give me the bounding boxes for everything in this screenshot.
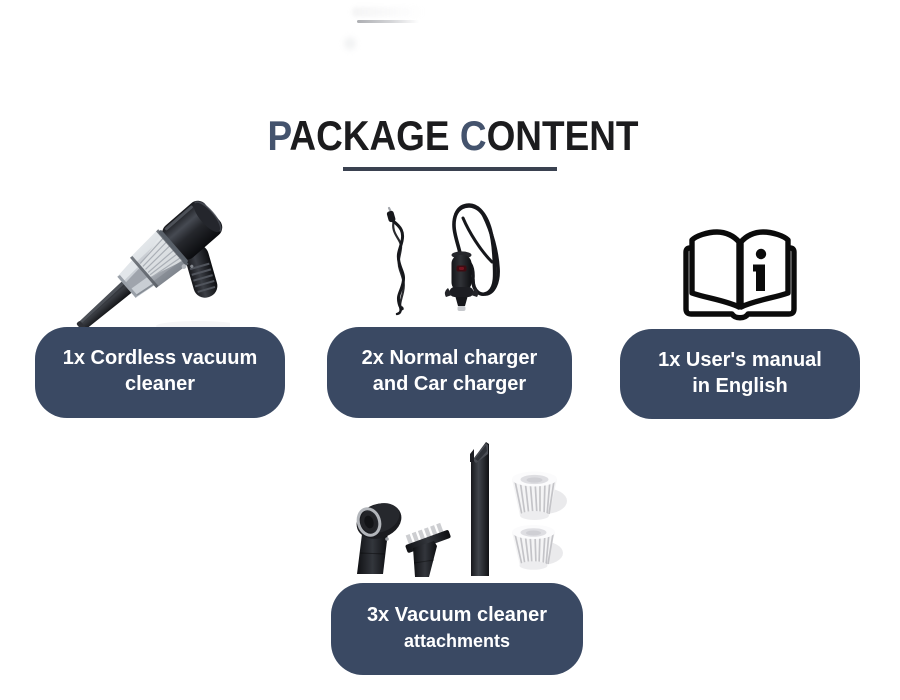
hepa-filter-1 <box>512 471 567 520</box>
car-charger <box>444 203 500 311</box>
title-accent-letter-c: C <box>459 112 487 159</box>
normal-charger-cable <box>386 206 405 316</box>
pill-line1: 1x User's manual <box>658 348 822 371</box>
pill-line1: 2x Normal charger <box>361 347 538 369</box>
crop-artifact-blob <box>344 37 356 50</box>
label-pill-users-manual: 1x User's manual in English <box>620 329 860 419</box>
pill-line2: in English <box>692 374 788 397</box>
label-pill-cordless-vacuum: 1x Cordless vacuum cleaner <box>35 327 285 418</box>
crop-artifact-wash <box>352 7 424 17</box>
pill-line1: 3x Vacuum cleaner <box>366 603 548 626</box>
normal-charger-and-car-charger-image <box>386 203 500 316</box>
cordless-vacuum-cleaner-image <box>76 200 230 332</box>
label-pill-chargers: 2x Normal charger and Car charger <box>327 327 572 418</box>
label-pill-attachments: 3x Vacuum cleaner attachments <box>331 583 583 675</box>
vacuum-attachments-image <box>356 442 567 577</box>
page-title: PACKAGE CONTENT <box>57 106 849 166</box>
pill-line2: and Car charger <box>372 373 527 395</box>
title-text-ackage: ACKAGE <box>289 112 460 159</box>
title-text-ontent: ONTENT <box>486 112 639 159</box>
pill-line2: cleaner <box>124 373 196 395</box>
users-manual-book-icon <box>683 229 797 321</box>
hepa-filter-2 <box>512 525 563 570</box>
pill-line1: 1x Cordless vacuum <box>62 347 258 369</box>
brush-attachment <box>405 522 451 577</box>
title-accent-letter-p: P <box>267 112 290 159</box>
pill-line2: attachments <box>403 630 511 651</box>
crop-artifact-line <box>357 20 419 23</box>
title-underline <box>343 167 557 171</box>
round-nozzle-attachment <box>356 503 402 574</box>
crevice-tool-attachment <box>470 442 489 576</box>
